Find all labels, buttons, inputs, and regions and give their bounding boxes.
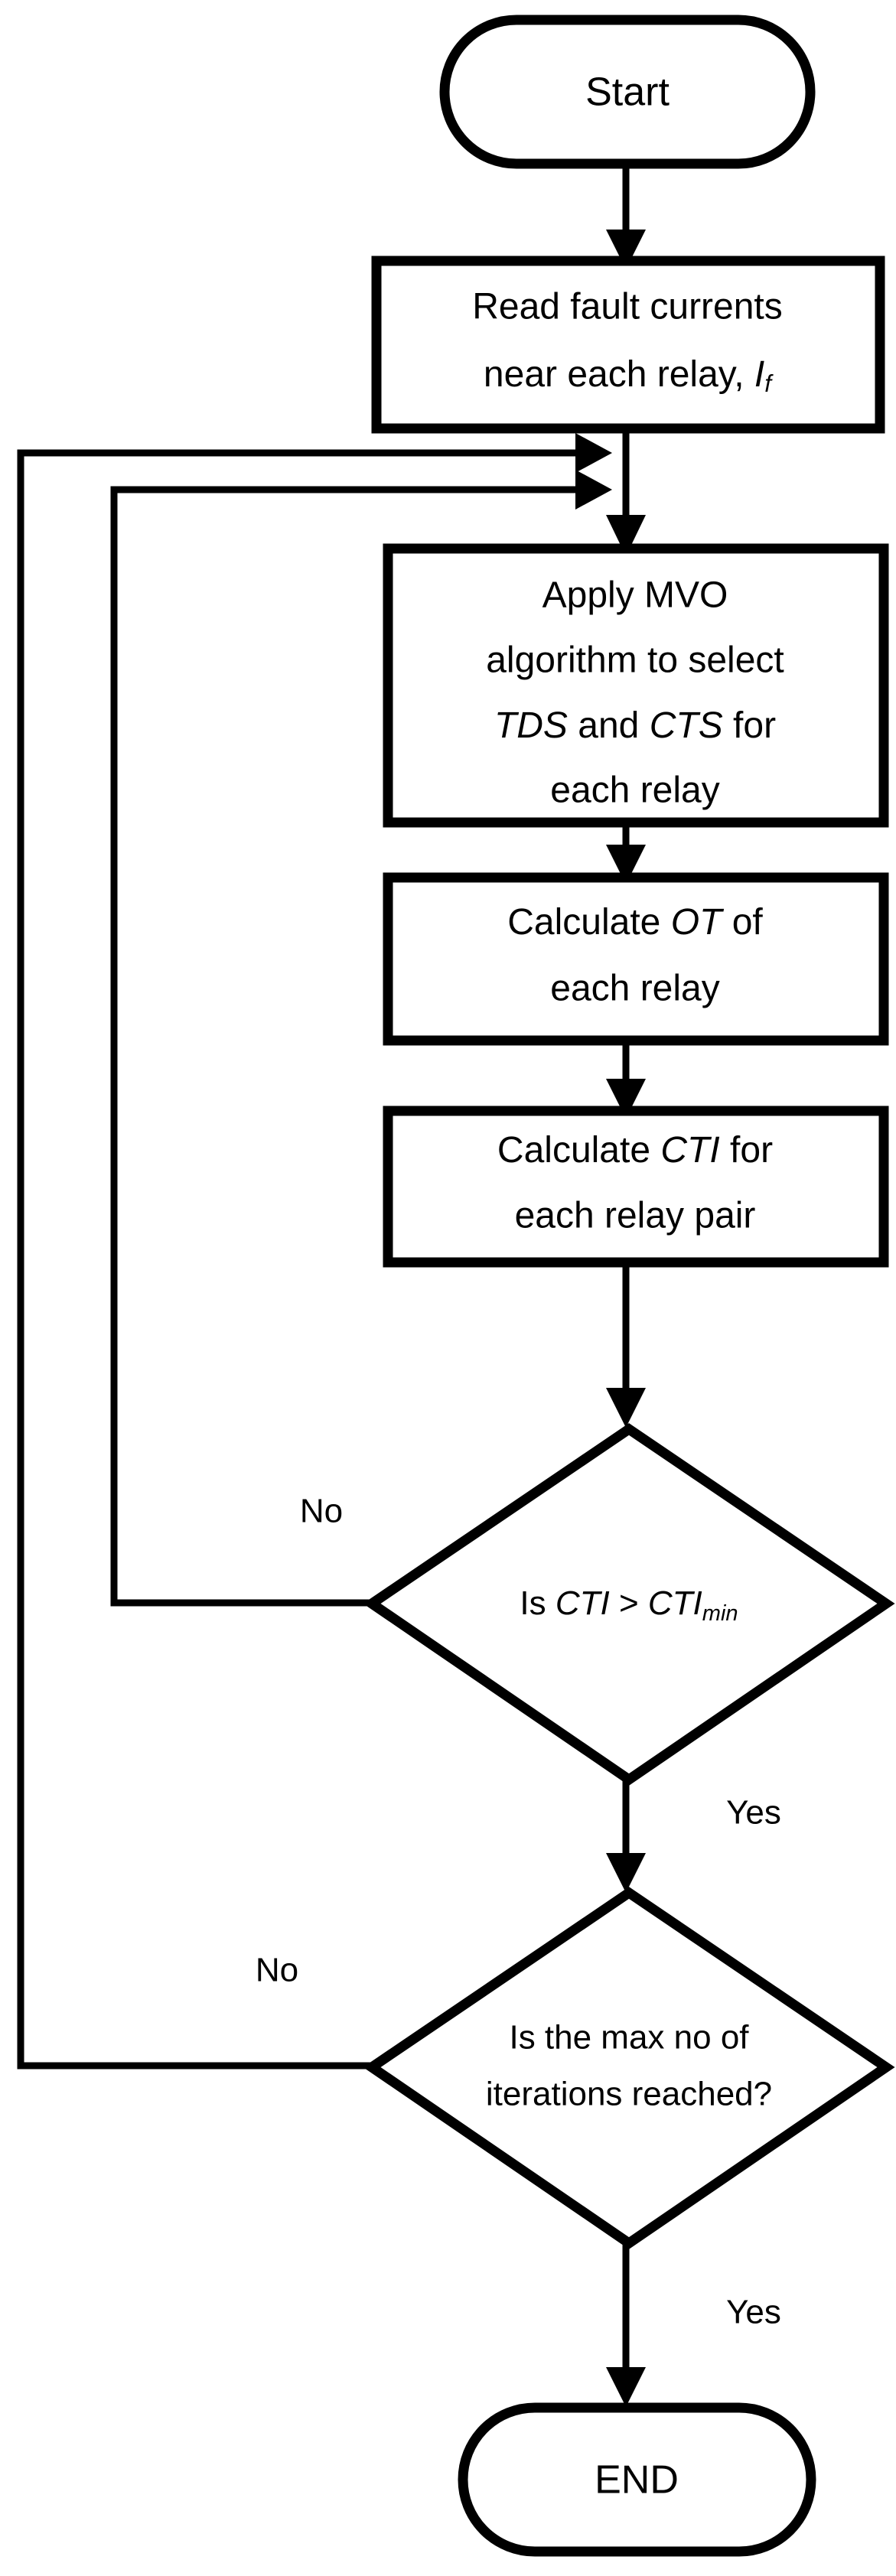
node-calccti-calculate: Calculate <box>497 1130 660 1171</box>
edge-calccti-to-deccti <box>606 1262 646 1428</box>
node-calcot-of: of <box>722 902 763 943</box>
edge-label-cti-no: No <box>300 1493 343 1530</box>
node-deciter-line2: iterations reached? <box>486 2076 772 2113</box>
node-calccti-line1: Calculate CTI for <box>497 1130 773 1171</box>
node-mvo-cts: CTS <box>650 705 723 746</box>
node-mvo-line3: TDS and CTS for <box>494 705 776 746</box>
node-mvo-tds: TDS <box>494 705 568 746</box>
edge-deccti-yes-to-deciter <box>606 1781 646 1893</box>
node-apply-mvo[interactable]: Apply MVO algorithm to select TDS and CT… <box>383 543 889 828</box>
node-decision-cti[interactable]: Is CTI > CTImin <box>363 1423 895 1786</box>
node-calccti-for: for <box>720 1130 773 1171</box>
node-read-line2-text: near each relay, <box>484 354 754 395</box>
edge-mvo-to-calcot <box>606 822 646 884</box>
edge-calcot-to-calccti <box>606 1040 646 1119</box>
node-calculate-ot[interactable]: Calculate OT of each relay <box>383 872 889 1046</box>
edge-label-cti-yes: Yes <box>726 1794 781 1832</box>
edge-iter-no-feedback <box>17 433 612 2070</box>
node-calcot-ot: OT <box>671 902 725 943</box>
node-read-fault-currents[interactable]: Read fault currents near each relay, If <box>371 256 885 434</box>
node-calcot-line2: each relay <box>550 969 719 1009</box>
node-calculate-cti[interactable]: Calculate CTI for each relay pair <box>383 1106 889 1268</box>
edge-label-iter-no: No <box>256 1952 298 1989</box>
node-end[interactable]: END <box>458 2402 816 2557</box>
node-read-line2: near each relay, If <box>484 354 774 398</box>
node-read-line1: Read fault currents <box>472 287 783 327</box>
node-deccti-cti: CTI <box>556 1584 610 1622</box>
node-calccti-line2: each relay pair <box>515 1196 756 1236</box>
node-start-label: Start <box>585 70 670 115</box>
node-end-label: END <box>595 2458 679 2503</box>
node-deccti-gt: > <box>610 1584 648 1622</box>
edge-label-iter-yes: Yes <box>726 2294 781 2331</box>
node-deccti-label: Is CTI > CTImin <box>520 1584 738 1626</box>
node-decision-iterations[interactable]: Is the max no of iterations reached? <box>363 1887 895 2249</box>
edge-read-to-mvo <box>606 428 646 556</box>
node-mvo-line1: Apply MVO <box>542 575 728 616</box>
node-deccti-ctimin: CTI <box>648 1584 702 1622</box>
edge-deciter-yes-to-end <box>606 2244 646 2407</box>
node-start[interactable]: Start <box>439 15 816 169</box>
node-calcot-calculate: Calculate <box>507 902 670 943</box>
node-deccti-min-subscript: min <box>702 1601 738 1626</box>
node-mvo-and: and <box>568 705 650 746</box>
node-mvo-for: for <box>723 705 776 746</box>
node-deciter-line1: Is the max no of <box>509 2019 749 2057</box>
node-deccti-is: Is <box>520 1584 555 1622</box>
edge-cti-no-feedback <box>110 470 612 1607</box>
node-read-line2-symbol: I <box>754 354 764 395</box>
node-mvo-line4: each relay <box>550 770 719 811</box>
edge-start-to-read <box>606 164 646 269</box>
node-mvo-line2: algorithm to select <box>486 640 784 681</box>
node-calcot-line1: Calculate OT of <box>507 902 763 943</box>
node-calccti-cti: CTI <box>660 1130 719 1171</box>
